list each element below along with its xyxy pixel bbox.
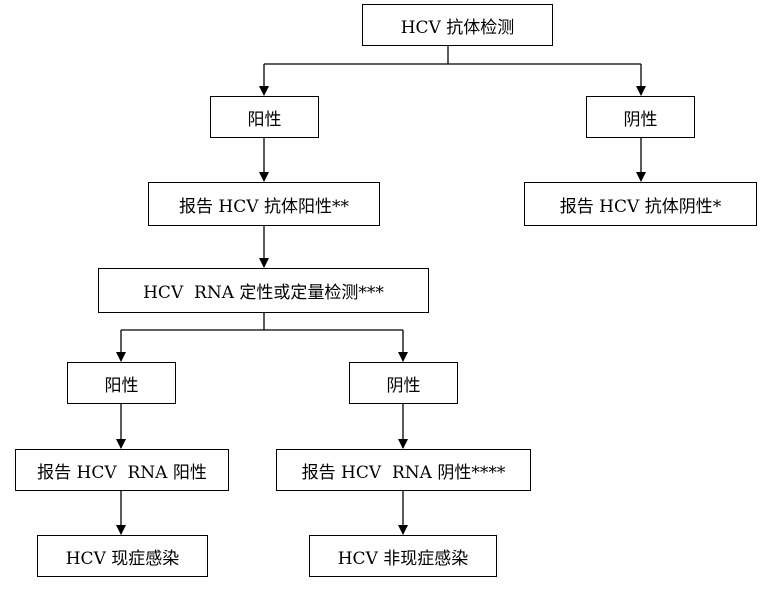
node-label: HCV 非现症感染 bbox=[337, 548, 469, 569]
node-label: 报告 HCV 抗体阴性* bbox=[559, 196, 722, 217]
node-rna-negative: 阴性 bbox=[349, 362, 458, 404]
node-label: 报告 HCV RNA 阴性**** bbox=[301, 462, 506, 483]
node-report-rna-negative: 报告 HCV RNA 阴性**** bbox=[276, 449, 531, 491]
node-current-infection: HCV 现症感染 bbox=[37, 535, 208, 577]
node-non-current-infection: HCV 非现症感染 bbox=[309, 535, 497, 577]
node-label: HCV 现症感染 bbox=[65, 548, 180, 569]
node-rna-test: HCV RNA 定性或定量检测*** bbox=[98, 268, 429, 313]
node-antibody-negative: 阴性 bbox=[586, 96, 695, 138]
node-label: 阳性 bbox=[247, 109, 282, 130]
node-report-antibody-negative: 报告 HCV 抗体阴性* bbox=[524, 182, 757, 226]
node-hcv-antibody-test: HCV 抗体检测 bbox=[362, 4, 553, 46]
node-report-rna-positive: 报告 HCV RNA 阳性 bbox=[15, 449, 229, 491]
node-report-antibody-positive: 报告 HCV 抗体阳性** bbox=[148, 182, 380, 226]
node-rna-positive: 阳性 bbox=[67, 362, 176, 404]
node-label: HCV 抗体检测 bbox=[400, 17, 515, 38]
node-label: 阴性 bbox=[386, 375, 421, 396]
node-label: 阴性 bbox=[623, 109, 658, 130]
node-label: 阳性 bbox=[104, 375, 139, 396]
node-label: HCV RNA 定性或定量检测*** bbox=[143, 283, 384, 303]
node-antibody-positive: 阳性 bbox=[210, 96, 319, 138]
node-label: 报告 HCV 抗体阳性** bbox=[179, 196, 349, 217]
node-label: 报告 HCV RNA 阳性 bbox=[37, 462, 207, 483]
